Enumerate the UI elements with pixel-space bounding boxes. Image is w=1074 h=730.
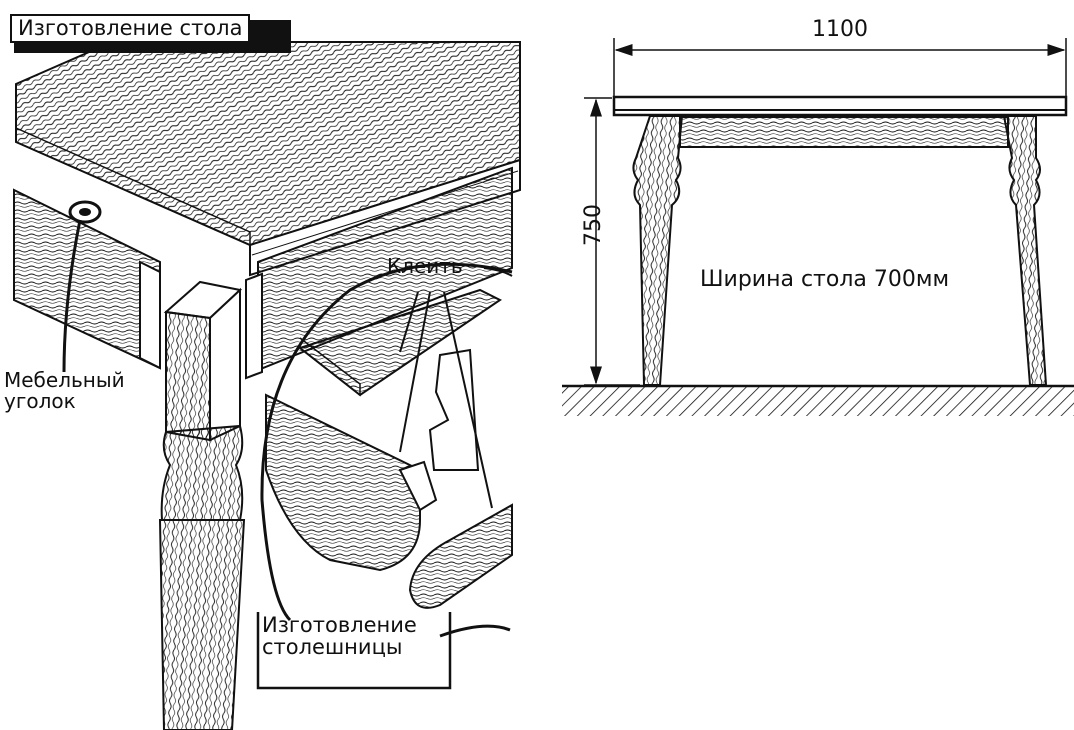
side-view-leg-left [632,115,684,386]
glue-label: Клеить [387,254,463,278]
dimension-length [613,38,1067,98]
apron-left [13,188,161,370]
glue-leader-lines [399,267,513,509]
tabletop-detail-callout-arc [260,262,513,622]
furniture-corner-screw [68,200,102,224]
table-width-note: Ширина стола 700мм [700,267,950,292]
height-dimension-value: 750 [581,204,606,246]
side-view-leg-right [1002,115,1048,386]
tongue-groove-profile [428,348,480,471]
side-view-apron [679,116,1009,148]
length-dimension-value: 1100 [812,17,868,42]
tabletop-label-leader [439,624,511,638]
side-view-tabletop [612,95,1068,117]
rounded-edge-board [408,503,513,609]
furniture-corner-label-line1: Мебельный [4,368,125,392]
apron-right [245,166,513,380]
turned-leg [158,280,246,730]
tabletop-making-label-line2: столешницы [262,635,403,660]
tabletop-making-label: Изготовление столешницы [262,614,417,658]
tabletop-board-lower [265,393,438,572]
tabletop-label-frame [256,612,452,690]
drawing-title: Изготовление стола [10,14,251,44]
tabletop-making-label-line1: Изготовление [262,613,417,637]
furniture-corner-label: Мебельный уголок [4,370,125,412]
floor-ground [562,384,1074,416]
corner-leader-line [62,219,82,373]
furniture-corner-label-line2: уголок [4,389,76,413]
